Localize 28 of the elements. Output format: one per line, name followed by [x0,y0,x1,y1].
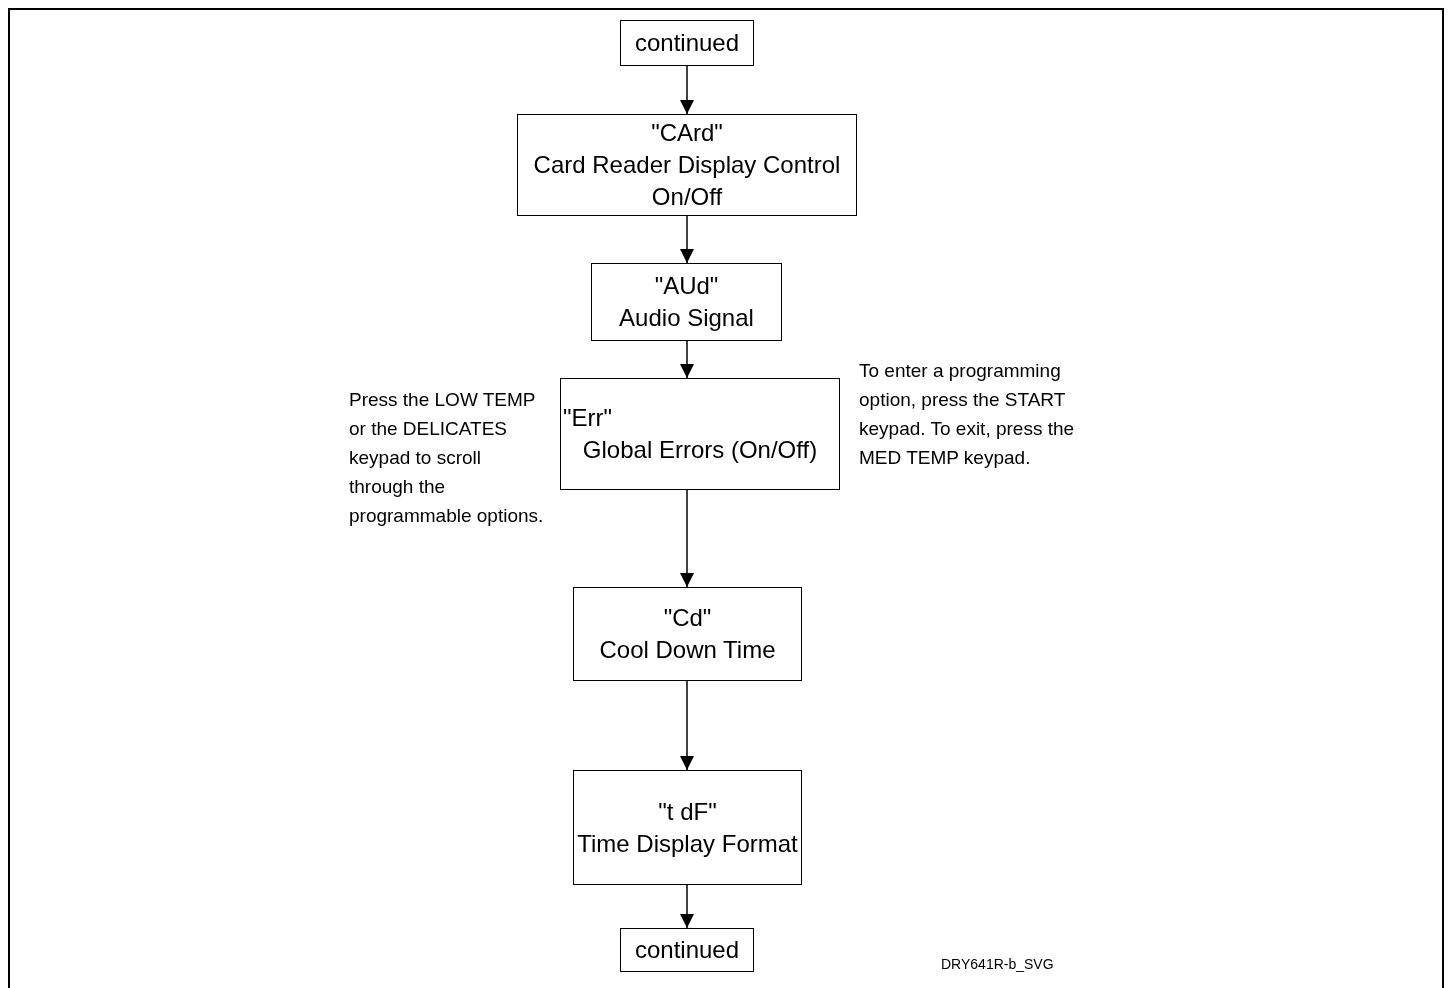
option-code: "t dF" [658,796,717,827]
arrow [680,65,694,115]
figure-code: DRY641R-b_SVG [941,955,1055,974]
process-box [573,587,802,681]
box-label: Cool Down Time [599,635,776,665]
continued-box [620,20,754,66]
box-label: Time Display Format [577,828,798,859]
note-text: Press the LOW TEMP or the DELICATES keypad to scroll through the programmable options. [349,388,544,528]
arrow [680,884,694,929]
arrow [680,340,694,379]
box-label: continued [634,28,740,58]
arrow [680,489,694,588]
box-label: Card Reader Display Control On/Off [532,150,842,212]
box-label: Global Errors (On/Off) [582,435,818,465]
arrow [680,680,694,771]
note-text: To enter a programming option, press the START keypad. To exit, press the MED TEMP keypad. [859,359,1076,470]
arrow [680,215,694,264]
option-code: "AUd" [654,271,719,301]
continued-box [620,928,754,972]
option-code: "Cd" [663,603,712,633]
process-box [591,263,782,341]
option-code: "Err" [563,403,613,433]
option-code: "CArd" [651,118,723,148]
box-label: continued [634,935,740,965]
process-box [560,378,840,490]
process-box [573,770,802,885]
process-box [517,114,857,216]
box-label: Audio Signal [619,303,754,333]
